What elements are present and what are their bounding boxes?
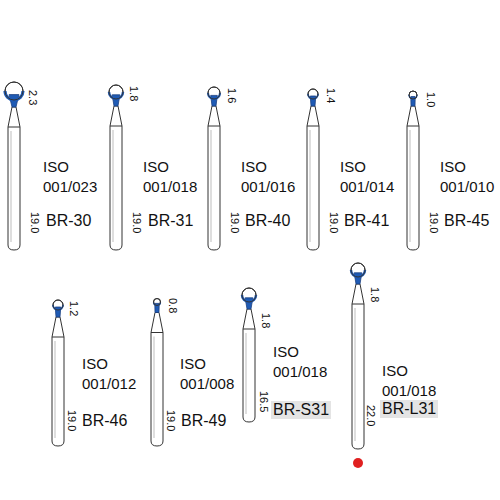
- bur-code: BR-46: [80, 412, 129, 430]
- ball-outline: [5, 82, 23, 100]
- iso-code: 001/008: [180, 375, 234, 393]
- shank-step: [243, 329, 255, 330]
- head-diameter: 1.2: [68, 301, 80, 316]
- ball-outline: [154, 299, 161, 306]
- shank-shine: [55, 341, 56, 438]
- iso-label: ISO: [440, 158, 466, 176]
- bur-code: BR-31: [146, 212, 195, 230]
- iso-code: 001/018: [273, 363, 327, 381]
- shank-step: [151, 332, 163, 333]
- blue-coating: [208, 93, 220, 99]
- blue-coating: [242, 295, 256, 302]
- color-band: [310, 96, 316, 106]
- bur-code: BR-40: [243, 212, 292, 230]
- head-diameter: 1.6: [226, 88, 238, 103]
- iso-label: ISO: [43, 158, 69, 176]
- shank-step: [110, 126, 122, 127]
- ball-outline: [242, 288, 256, 302]
- bur-shank: [151, 313, 163, 447]
- total-length: 19.0: [229, 212, 241, 233]
- shank-shine: [355, 308, 356, 441]
- ball-outline: [351, 263, 365, 277]
- shank-step: [8, 127, 20, 128]
- total-length: 19.0: [29, 212, 41, 233]
- color-band: [55, 307, 61, 317]
- iso-label: ISO: [82, 355, 108, 373]
- iso-label: ISO: [241, 158, 267, 176]
- color-band: [112, 95, 120, 106]
- iso-label: ISO: [180, 355, 206, 373]
- bur-code: BR-30: [44, 212, 93, 230]
- iso-label: ISO: [382, 362, 408, 380]
- shank-shine: [410, 130, 411, 242]
- head-diameter: 1.8: [369, 287, 381, 302]
- shank-shine: [310, 130, 311, 242]
- iso-code: 001/018: [143, 178, 197, 196]
- shank-shine: [113, 130, 114, 242]
- shank-shine: [154, 337, 155, 439]
- head-diameter: 2.3: [27, 90, 39, 105]
- iso-label: ISO: [143, 158, 169, 176]
- bur-shank: [110, 106, 122, 250]
- head-diameter: 1.0: [425, 92, 437, 107]
- iso-code: 001/012: [82, 375, 136, 393]
- ball-outline: [208, 87, 220, 99]
- bur-code: BR-45: [442, 212, 491, 230]
- blue-coating: [53, 305, 63, 310]
- total-length: 19.0: [328, 212, 340, 233]
- ball-outline: [109, 85, 123, 99]
- shank-step: [52, 337, 64, 338]
- blue-coating: [109, 92, 123, 99]
- bur-shank: [243, 309, 255, 422]
- bur-code: BR-S31: [271, 401, 331, 419]
- bur-shank: [8, 107, 20, 250]
- blue-coating: [5, 91, 23, 100]
- iso-code: 001/023: [43, 178, 97, 196]
- bur-code: BR-49: [179, 412, 228, 430]
- shank-shine: [211, 130, 212, 242]
- bur-shank: [352, 284, 364, 449]
- ball-outline: [53, 300, 63, 310]
- bur-shank: [52, 317, 64, 446]
- ball-outline: [308, 89, 318, 99]
- total-length: 19.0: [428, 212, 440, 233]
- iso-label: ISO: [340, 158, 366, 176]
- bur-code: BR-L31: [380, 400, 438, 418]
- blue-coating: [351, 270, 365, 277]
- red-marker: [353, 458, 363, 468]
- head-diameter: 1.4: [325, 88, 337, 103]
- color-band: [354, 273, 362, 284]
- color-band: [411, 97, 415, 106]
- iso-code: 001/016: [241, 178, 295, 196]
- shank-step: [407, 126, 419, 127]
- iso-label: ISO: [273, 343, 299, 361]
- head-diameter: 0.8: [167, 298, 179, 313]
- shank-shine: [246, 333, 247, 414]
- ball-outline: [409, 91, 417, 99]
- bur-code: BR-41: [342, 212, 391, 230]
- bur-shank: [208, 106, 220, 250]
- total-length: 22.0: [365, 405, 377, 426]
- color-band: [211, 95, 218, 106]
- shank-step: [208, 126, 220, 127]
- total-length: 16.5: [258, 391, 270, 412]
- total-length: 19.0: [66, 410, 78, 431]
- iso-code: 001/010: [440, 178, 494, 196]
- iso-code: 001/018: [382, 382, 436, 400]
- shank-shine: [11, 131, 12, 242]
- shank-step: [352, 304, 364, 305]
- head-diameter: 1.8: [260, 313, 272, 328]
- total-length: 19.0: [165, 410, 177, 431]
- total-length: 19.0: [131, 212, 143, 233]
- iso-code: 001/014: [340, 178, 394, 196]
- head-diameter: 1.8: [128, 86, 140, 101]
- color-band: [245, 298, 253, 309]
- bur-shank: [407, 106, 419, 250]
- blue-coating: [308, 94, 318, 99]
- bur-shank: [307, 106, 319, 250]
- shank-step: [307, 126, 319, 127]
